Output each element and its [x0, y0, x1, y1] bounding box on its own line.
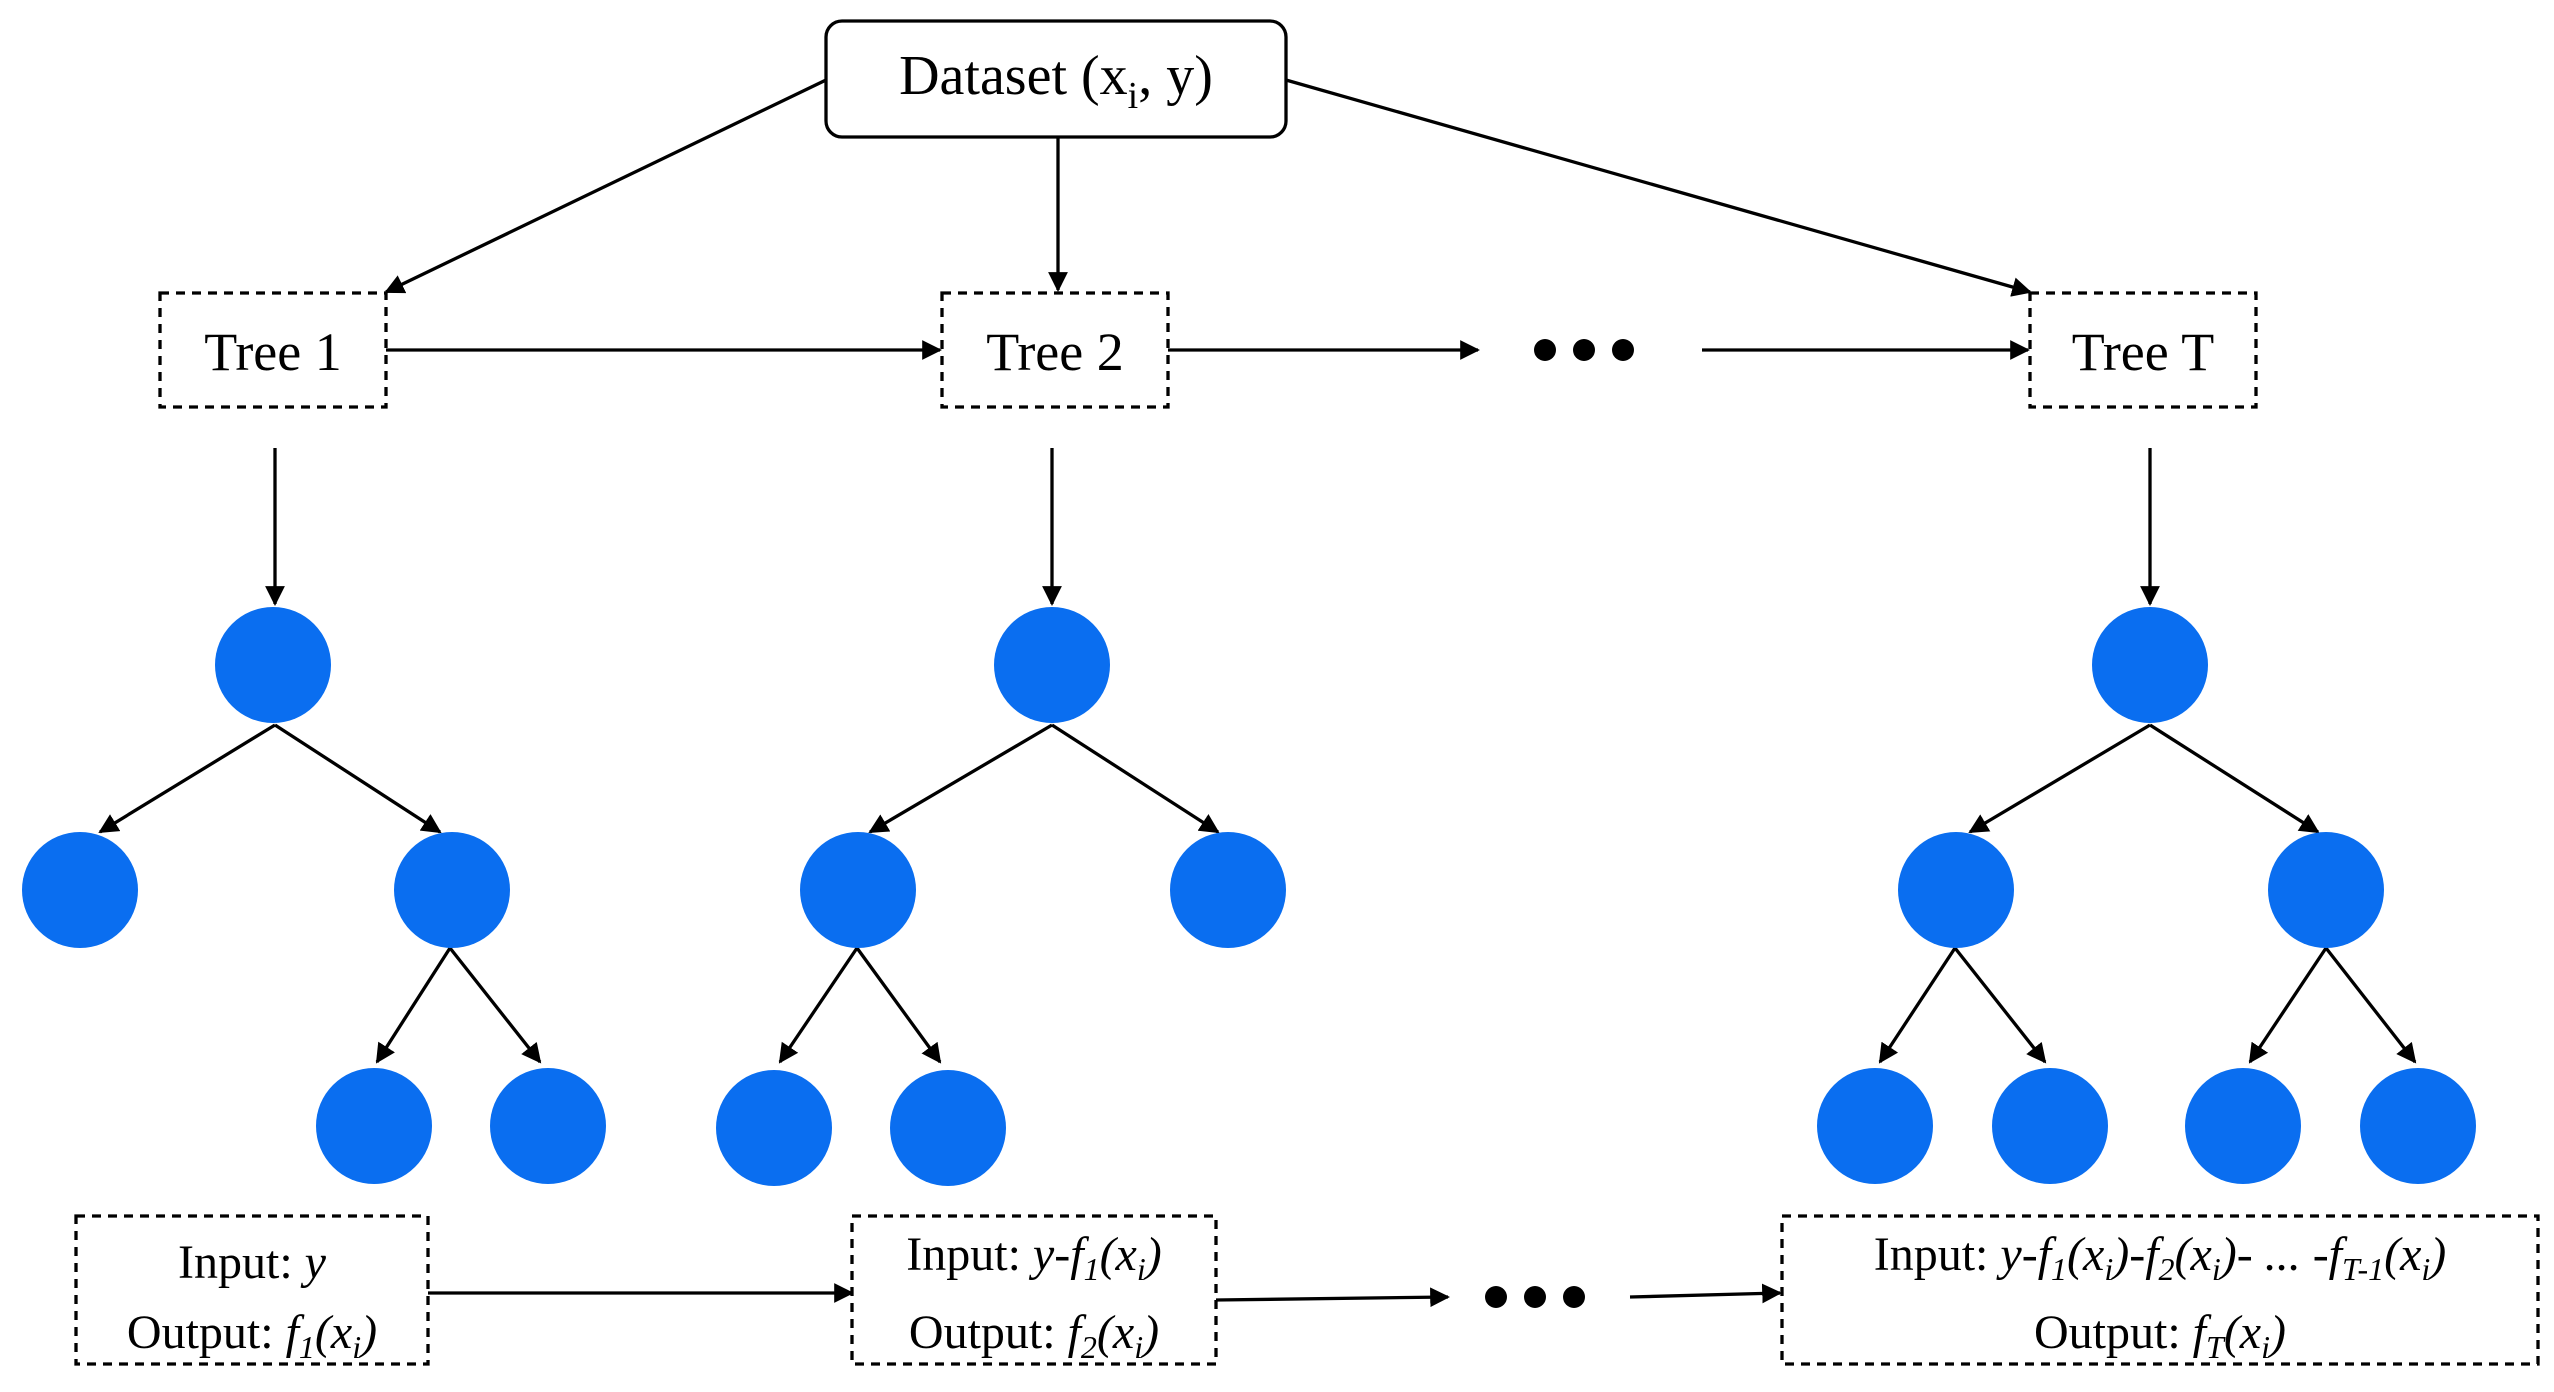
tree1-edge: [274, 723, 442, 834]
treeT-edge: [2248, 947, 2328, 1064]
arrow-io2-ellipsis: [1215, 1287, 1450, 1308]
tree-T-structure: [1817, 607, 2476, 1184]
treeT-output-text: Output: fT(xi): [2034, 1306, 2286, 1365]
tree1-edge: [98, 723, 276, 834]
treeT-edge: [1878, 947, 1957, 1064]
tree-2-box: Tree 2: [940, 291, 1170, 409]
tree-T-label: Tree T: [2072, 322, 2215, 382]
tree1-leaf-node: [490, 1068, 606, 1184]
tree-1-structure: [22, 607, 606, 1184]
tree-T-box: Tree T: [2028, 291, 2258, 409]
tree2-edge: [778, 947, 859, 1064]
tree-2-label: Tree 2: [986, 322, 1124, 382]
treeT-internal-node: [2268, 832, 2384, 948]
tree-1-label: Tree 1: [204, 322, 342, 382]
treeT-leaf-node: [1817, 1068, 1933, 1184]
treeT-edge: [2149, 723, 2320, 834]
tree2-edge: [855, 947, 942, 1064]
tree2-edge: [868, 723, 1053, 834]
tree1-root-node: [215, 607, 331, 723]
arrow-dataset-tree1: [384, 78, 827, 294]
io-box-tree2: Input: y-f1(xi) Output: f2(xi): [850, 1214, 1218, 1366]
treeT-internal-node: [1898, 832, 2014, 948]
tree2-leaf-node: [1170, 832, 1286, 948]
treeT-edge: [1953, 946, 2047, 1064]
tree1-input-text: Input: y: [178, 1236, 327, 1289]
arrow-dataset-treeT: [1285, 78, 2032, 297]
tree1-leaf-node: [316, 1068, 432, 1184]
arrow-ellipsis-ioT: [1629, 1283, 1782, 1304]
dataset-label: Dataset (xi, y): [899, 45, 1213, 117]
treeT-leaf-node: [2360, 1068, 2476, 1184]
treeT-leaf-node: [2185, 1068, 2301, 1184]
tree2-input-text: Input: y-f1(xi): [906, 1228, 1161, 1287]
treeT-root-node: [2092, 607, 2208, 723]
dataset-box: Dataset (xi, y): [824, 19, 1288, 139]
tree1-output-text: Output: f1(xi): [127, 1306, 377, 1365]
io-box-tree1: Input: y Output: f1(xi): [74, 1214, 430, 1366]
tree1-edge: [448, 946, 542, 1064]
tree2-internal-node: [800, 832, 916, 948]
tree2-leaf-node: [716, 1070, 832, 1186]
ellipsis-bottom: [1485, 1286, 1585, 1308]
tree-1-box: Tree 1: [158, 291, 388, 409]
tree1-internal-node: [394, 832, 510, 948]
treeT-leaf-node: [1992, 1068, 2108, 1184]
io-box-treeT: Input: y-f1(xi)-f2(xi)- ... -fT-1(xi) Ou…: [1780, 1214, 2540, 1366]
treeT-edge: [1968, 723, 2151, 834]
treeT-edge: [2324, 946, 2417, 1064]
tree-2-structure: [716, 607, 1286, 1186]
tree2-root-node: [994, 607, 1110, 723]
tree1-edge: [375, 947, 452, 1064]
tree2-edge: [1051, 723, 1220, 834]
tree1-leaf-node: [22, 832, 138, 948]
ellipsis-top: [1534, 339, 1634, 361]
tree2-output-text: Output: f2(xi): [909, 1306, 1159, 1365]
tree2-leaf-node: [890, 1070, 1006, 1186]
